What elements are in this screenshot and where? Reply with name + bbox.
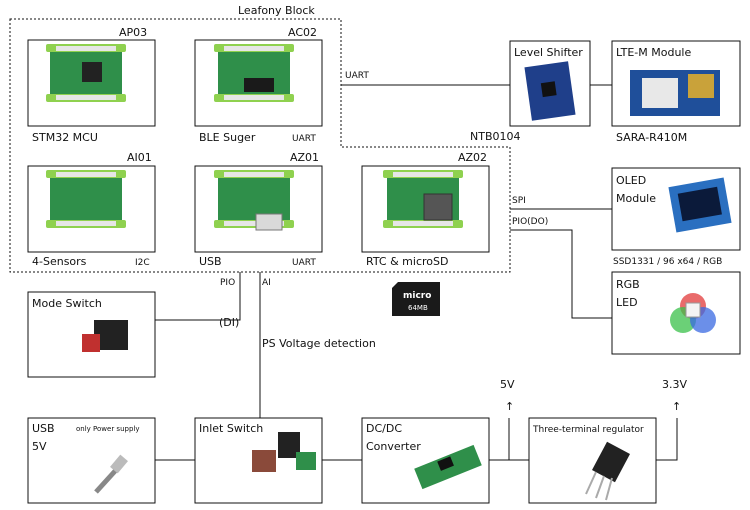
v33-arrow: ↑ (672, 400, 681, 413)
usb-label-line2: 5V (32, 440, 47, 453)
oled-spec: SSD1331 / 96 x64 / RGB (613, 257, 722, 267)
level-shifter: Level Shifter (509, 40, 591, 127)
module-az02: AZ02 RTC & microSD (361, 151, 490, 268)
microsd-card-image: micro 64MB (392, 282, 440, 316)
mode-switch-label: Mode Switch (32, 297, 102, 310)
dcdc-label-line1: DC/DC (366, 422, 402, 435)
microsd-logo-text: micro (403, 291, 431, 301)
uart-label: UART (345, 71, 369, 81)
module-name: RTC & microSD (366, 255, 448, 268)
leafony-block-title: Leafony Block (238, 4, 315, 17)
usb-label-line1: USB (32, 422, 55, 435)
module-name: USB (199, 255, 222, 268)
inlet-switch: Inlet Switch (194, 417, 323, 504)
module-name: BLE Suger (199, 131, 256, 144)
module-code: AC02 (288, 26, 317, 39)
module-ac02: AC02 BLE Suger UART (194, 26, 323, 144)
usb-power: USB 5V only Power supply (27, 417, 156, 504)
ai-label: AI (262, 278, 271, 288)
module-iface: UART (292, 258, 316, 268)
module-iface: UART (292, 134, 316, 144)
level-shifter-label: Level Shifter (514, 46, 583, 59)
module-az01: AZ01 USB UART (194, 151, 323, 268)
pio-line (155, 272, 241, 321)
lte-module-label: LTE-M Module (616, 46, 691, 59)
rgb-label-line2: LED (616, 296, 638, 309)
module-name: 4-Sensors (32, 255, 87, 268)
module-code: AZ02 (458, 151, 487, 164)
di-label: (DI) (219, 316, 239, 329)
lte-module: LTE-M Module SARA-R410M (611, 40, 741, 144)
rgb-label-line1: RGB (616, 278, 640, 291)
dcdc-label-line2: Converter (366, 440, 421, 453)
spi-label: SPI (512, 196, 526, 206)
regulator-label: Three-terminal regulator (532, 425, 644, 435)
pio-do-line (510, 229, 612, 319)
module-ai01: AI01 4-Sensors I2C (27, 151, 156, 268)
dcdc-converter: DC/DC Converter (361, 417, 490, 504)
module-ap03: AP03 STM32 MCU (27, 26, 156, 144)
pio-do-label: PIO(DO) (512, 217, 548, 227)
oled-label-line1: OLED (616, 174, 646, 187)
ps-voltage-label: PS Voltage detection (262, 337, 376, 350)
ntb0104-label: NTB0104 (470, 130, 521, 143)
oled-label-line2: Module (616, 192, 656, 205)
module-code: AI01 (127, 151, 152, 164)
v33-label: 3.3V (662, 378, 687, 391)
lte-model-label: SARA-R410M (616, 131, 687, 144)
regulator: Three-terminal regulator (528, 417, 657, 504)
v5-arrow: ↑ (505, 400, 514, 413)
pio-label: PIO (220, 278, 235, 288)
module-iface: I2C (135, 258, 150, 268)
microsd-capacity: 64MB (408, 304, 428, 312)
leafony-block-border (9, 18, 511, 273)
v5-label: 5V (500, 378, 515, 391)
rgb-led: RGB LED (611, 271, 741, 355)
module-code: AZ01 (290, 151, 319, 164)
mode-switch: Mode Switch (27, 291, 156, 378)
module-name: STM32 MCU (32, 131, 98, 144)
module-code: AP03 (119, 26, 147, 39)
usb-note: only Power supply (76, 425, 139, 433)
v33-wire (656, 418, 678, 461)
oled-module: OLED Module SSD1331 / 96 x64 / RGB (611, 167, 741, 267)
inlet-switch-label: Inlet Switch (199, 422, 263, 435)
